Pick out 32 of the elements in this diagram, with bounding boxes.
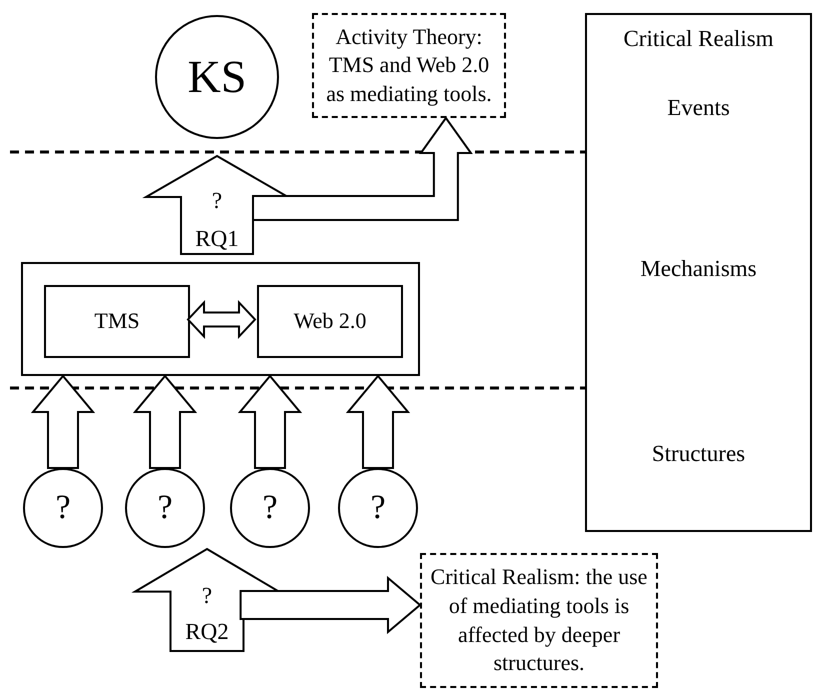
arrow-label: RQ2 [184, 620, 230, 643]
note-text: Activity Theory: TMS and Web 2.0 as mediating tools. [325, 22, 493, 108]
block-arrow [30, 374, 96, 469]
arrow-label: ? [210, 189, 224, 212]
node-label: ? [369, 488, 387, 528]
process-box [44, 285, 190, 358]
container-box [21, 262, 420, 376]
note-text: Critical Realism: the use of mediating tools is affected by deeper structures. [430, 563, 648, 678]
note-box [312, 13, 506, 118]
layer-label: Mechanisms [639, 257, 758, 280]
node-label: TMS [93, 307, 141, 336]
arrow-label: RQ1 [194, 227, 240, 250]
layer-label: Events [666, 96, 731, 119]
node-label: ? [54, 488, 72, 528]
block-arrow [238, 374, 302, 469]
block-arrow [186, 300, 256, 340]
node-label: KS [186, 50, 248, 104]
node-label: ? [261, 488, 279, 528]
block-arrow [252, 116, 473, 221]
node-label: ? [156, 488, 174, 528]
block-arrow [132, 374, 198, 469]
node-label: Web 2.0 [292, 307, 368, 336]
block-arrow [346, 374, 410, 469]
column-heading: Critical Realism [622, 27, 775, 50]
process-box [257, 285, 403, 358]
arrow-label: ? [200, 584, 214, 607]
block-arrow [240, 576, 422, 634]
up-arrow-shape [134, 548, 280, 652]
note-box [420, 553, 658, 688]
layer-label: Structures [650, 442, 746, 465]
up-arrow-shape [145, 155, 289, 255]
column-box [585, 13, 812, 532]
